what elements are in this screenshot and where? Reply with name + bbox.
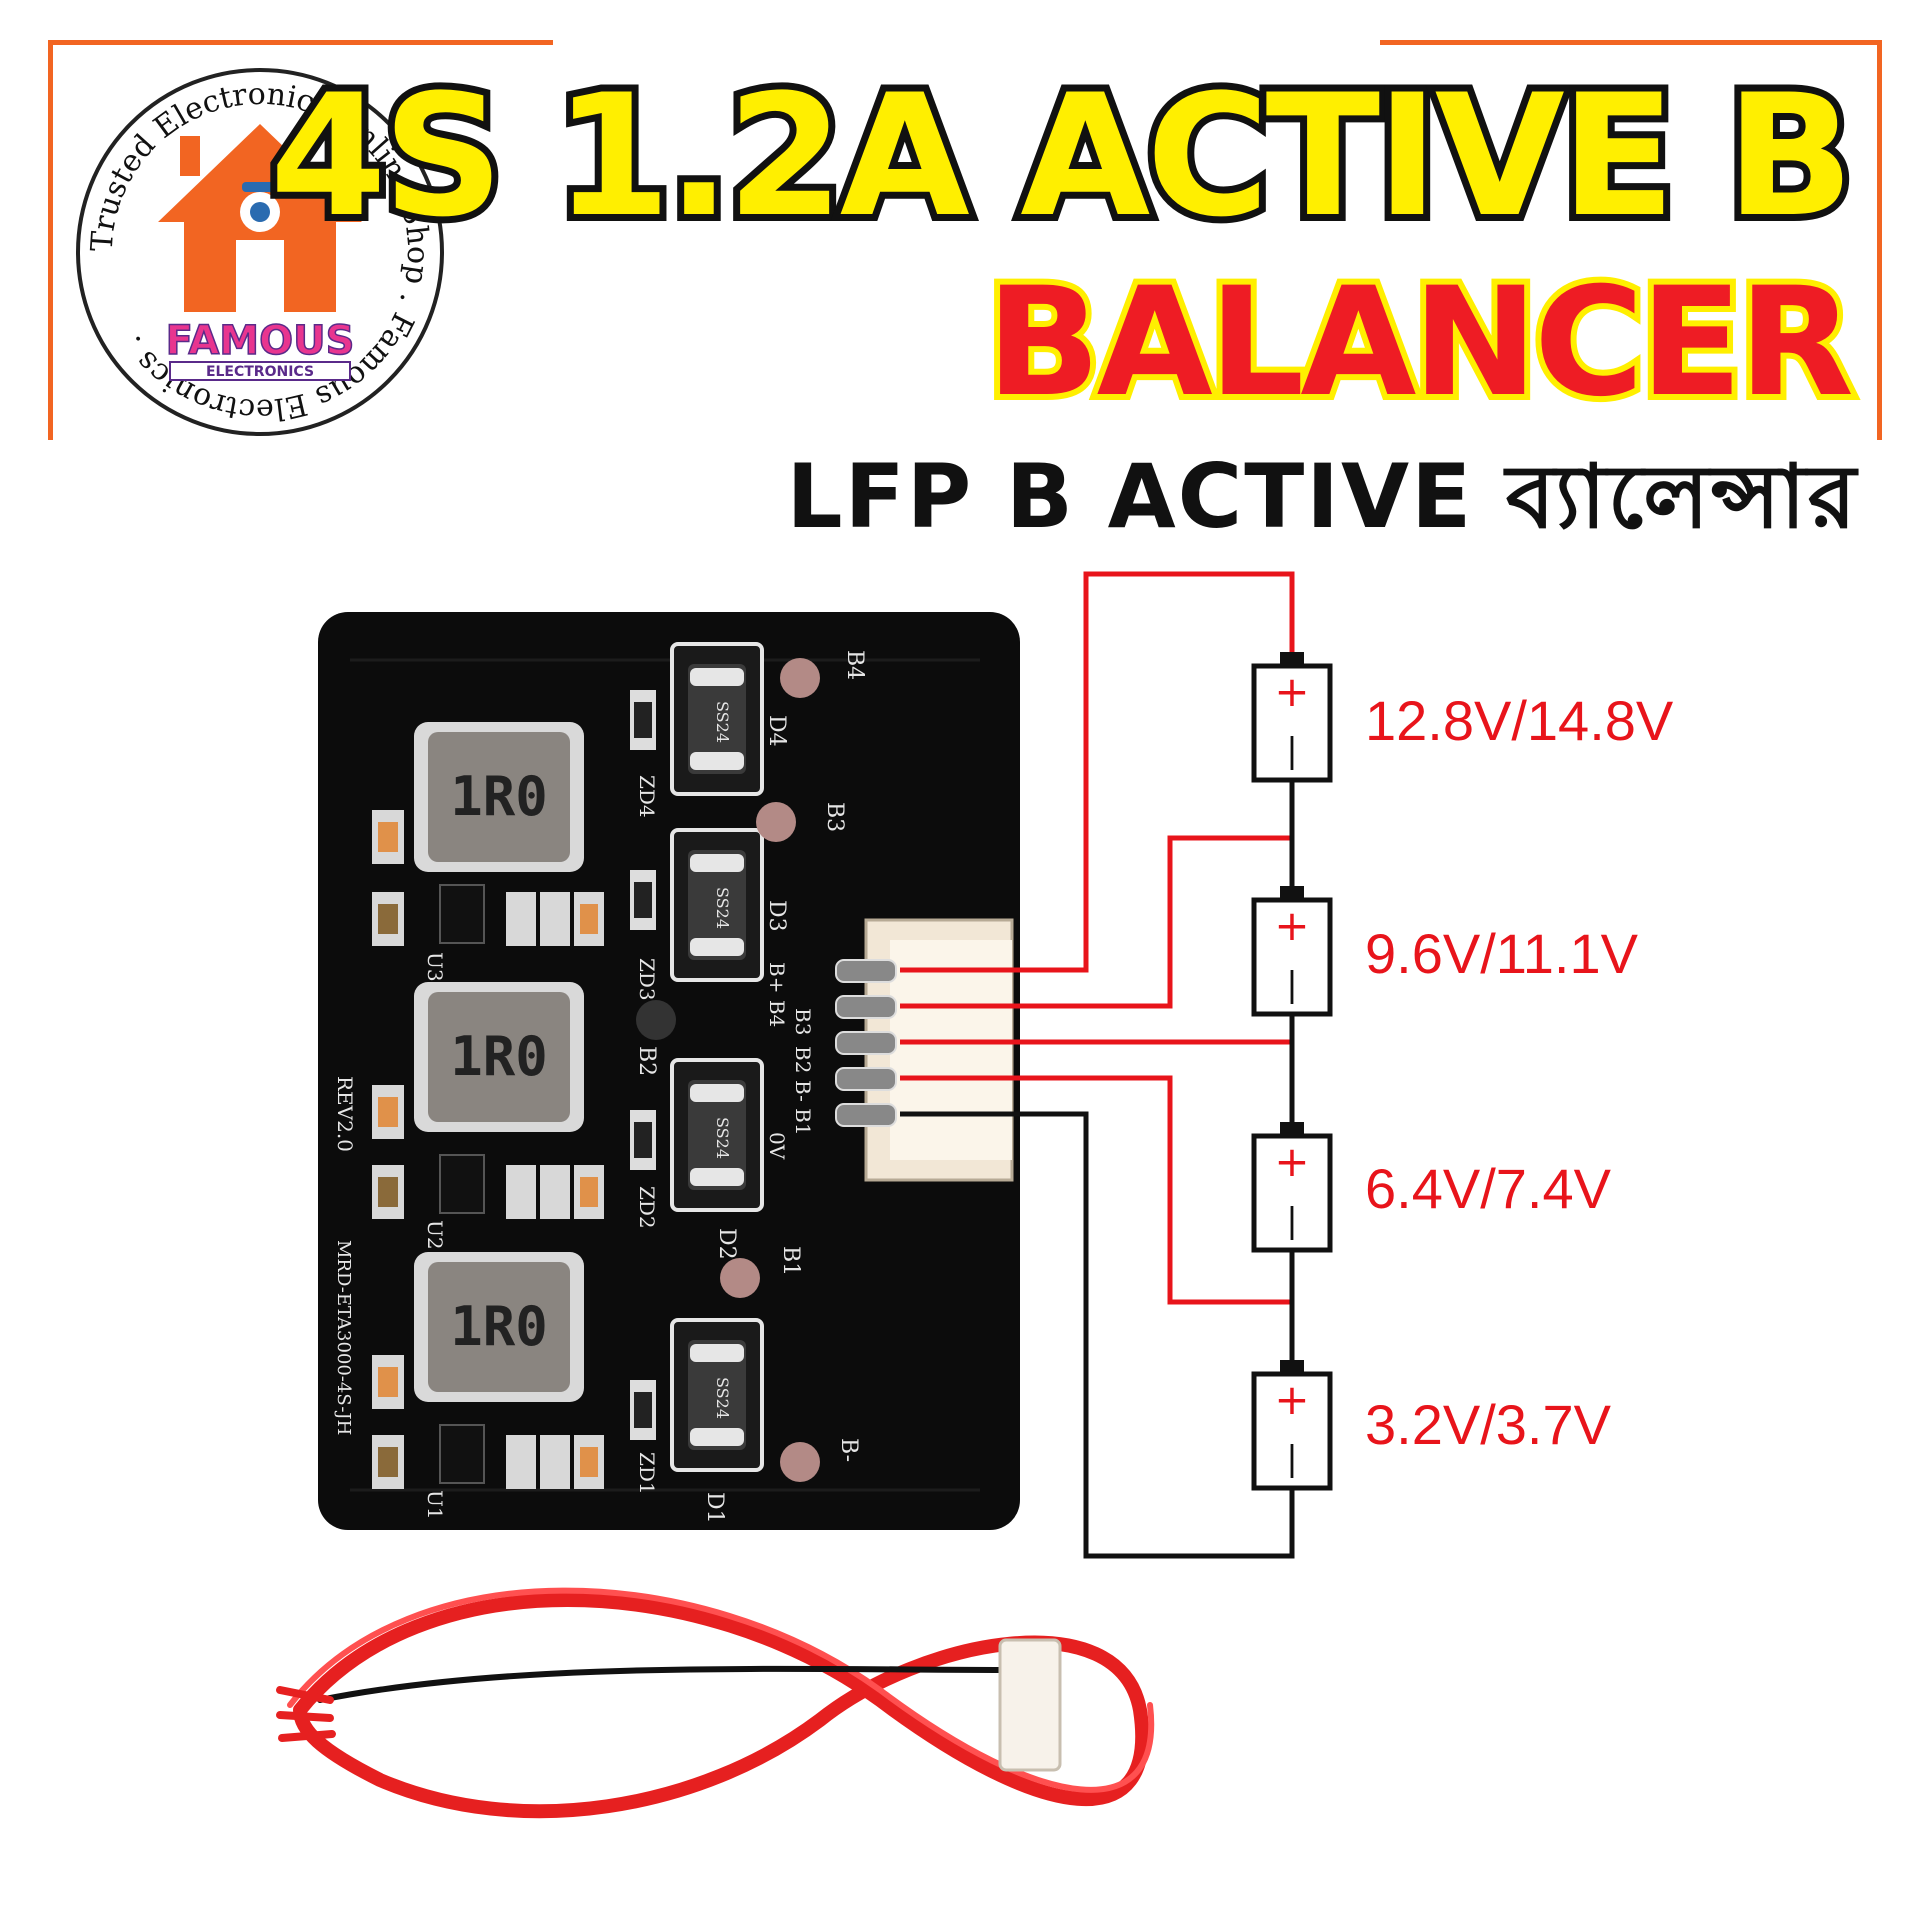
- svg-text:0V: 0V: [765, 1132, 789, 1160]
- battery-cell-1: + | 12.8V/14.8V: [1251, 652, 1674, 783]
- svg-text:B1: B1: [778, 1246, 803, 1276]
- svg-text:|: |: [1286, 1201, 1297, 1241]
- inductor-1: 1R0: [414, 722, 584, 872]
- svg-text:MRD-ETA3000-4S-JH: MRD-ETA3000-4S-JH: [333, 1240, 354, 1435]
- title-line-2: BALANCER: [980, 256, 1860, 430]
- svg-text:D1: D1: [702, 1492, 727, 1524]
- svg-text:ZD4: ZD4: [635, 775, 659, 818]
- svg-text:U1: U1: [423, 1490, 447, 1520]
- house-icon: [158, 124, 362, 312]
- title-line-1: 4S 1.2A ACTIVE B: [263, 58, 1861, 254]
- svg-text:|: |: [1286, 731, 1297, 771]
- svg-text:SS24: SS24: [713, 701, 732, 743]
- svg-text:B- B1: B- B1: [791, 1080, 815, 1136]
- wiring-diagram: [900, 571, 1295, 1559]
- balance-cable: [276, 1587, 1155, 1819]
- diode-d3: SS24: [670, 828, 764, 982]
- svg-text:1R0: 1R0: [450, 1025, 548, 1088]
- logo-brand-sub-box: [169, 361, 351, 381]
- svg-text:B-: B-: [836, 1438, 861, 1462]
- frame-top-right-line: [1380, 40, 1882, 45]
- subtitle: LFP B ACTIVE ব্যালেন্সার: [786, 445, 1858, 548]
- zener-zd3: [630, 870, 656, 930]
- diode-d1: SS24: [670, 1318, 764, 1472]
- wire-b3: [900, 835, 1292, 1009]
- wire-b1: [900, 1075, 1292, 1305]
- svg-text:D3: D3: [764, 900, 789, 932]
- cell-1-voltage: 12.8V/14.8V: [1365, 689, 1674, 752]
- diode-d4: SS24: [670, 642, 764, 796]
- smd-components: [372, 810, 604, 1489]
- zener-zd2: [630, 1110, 656, 1170]
- svg-text:ZD1: ZD1: [635, 1452, 659, 1495]
- svg-text:SS24: SS24: [713, 887, 732, 929]
- zener-zd1: [630, 1380, 656, 1440]
- silkscreen: B4 D4 ZD4 B3 D3 ZD3 U3 B2 REV2.0 ZD2 U2 …: [333, 650, 867, 1524]
- svg-text:|: |: [1286, 965, 1297, 1005]
- logo-brand-sub: ELECTRONICS: [206, 364, 314, 380]
- product-scene: 1R0 1R0 1R0 SS24 SS24: [276, 571, 1674, 1819]
- frame-left-line: [48, 40, 53, 440]
- svg-text:+: +: [1274, 667, 1309, 716]
- svg-text:B2: B2: [634, 1046, 659, 1076]
- logo-brand: FAMOUS: [166, 318, 355, 364]
- svg-text:+: +: [1274, 1375, 1309, 1424]
- wire-b4: [900, 571, 1295, 973]
- battery-cell-2: + | 9.6V/11.1V: [1251, 886, 1639, 1017]
- shop-logo: Trusted Electronics Online Shop . Famous…: [76, 68, 444, 436]
- svg-text:1R0: 1R0: [450, 1295, 548, 1358]
- svg-text:B3: B3: [791, 1008, 815, 1035]
- svg-text:ZD2: ZD2: [635, 1186, 659, 1229]
- svg-text:B4: B4: [842, 650, 867, 680]
- svg-text:SS24: SS24: [713, 1377, 732, 1419]
- svg-text:|: |: [1286, 1439, 1297, 1479]
- frame-right-line: [1877, 40, 1882, 440]
- svg-text:+: +: [1274, 1137, 1309, 1186]
- inductor-2: 1R0: [414, 982, 584, 1132]
- cable-connector: [998, 1638, 1062, 1772]
- ic-chips: [439, 884, 485, 1484]
- svg-text:B+ B4: B+ B4: [765, 962, 789, 1027]
- test-pads: [636, 658, 820, 1482]
- svg-text:ZD3: ZD3: [635, 958, 659, 1001]
- svg-text:1R0: 1R0: [450, 765, 548, 828]
- cell-2-voltage: 9.6V/11.1V: [1365, 922, 1639, 985]
- battery-cell-4: + | 3.2V/3.7V: [1251, 1360, 1612, 1491]
- svg-text:U3: U3: [423, 952, 447, 982]
- frame-top-left-line: [48, 40, 553, 45]
- svg-text:D2: D2: [714, 1228, 739, 1260]
- svg-text:B2: B2: [791, 1046, 815, 1073]
- inductor-3: 1R0: [414, 1252, 584, 1402]
- battery-cell-3: + | 6.4V/7.4V: [1251, 1122, 1612, 1253]
- svg-text:D4: D4: [764, 715, 789, 747]
- svg-text:U2: U2: [423, 1220, 447, 1250]
- jst-connector: [835, 918, 1014, 1182]
- diode-d2: SS24: [670, 1058, 764, 1212]
- svg-text:+: +: [1274, 901, 1309, 950]
- svg-text:REV2.0: REV2.0: [333, 1076, 357, 1152]
- cell-3-voltage: 6.4V/7.4V: [1365, 1157, 1612, 1220]
- wire-0v: [900, 1111, 1295, 1559]
- cell-4-voltage: 3.2V/3.7V: [1365, 1393, 1612, 1456]
- svg-text:SS24: SS24: [713, 1117, 732, 1159]
- pcb-board: 1R0 1R0 1R0 SS24 SS24: [318, 612, 1020, 1530]
- svg-text:B3: B3: [822, 802, 847, 832]
- zener-zd4: [630, 690, 656, 750]
